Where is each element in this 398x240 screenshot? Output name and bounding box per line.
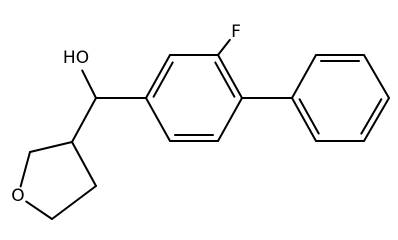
- bond-aryl-double-0: [152, 61, 174, 98]
- bond-thf-c2-o: [19, 151, 31, 188]
- bond-phenyl-ring-3: [363, 97, 390, 142]
- bond-carbinol-thf: [71, 97, 97, 143]
- bond-aryl-ring-3: [217, 97, 243, 142]
- bond-thf-o-c5: [25, 200, 53, 220]
- bond-thf-c4-c3: [71, 141, 97, 187]
- ring-oxygen-label: O: [11, 186, 24, 206]
- bond-phenyl-ring-2: [363, 54, 390, 99]
- bond-phenyl-ring-0: [291, 54, 317, 99]
- bond-aryl-double-1: [214, 61, 236, 98]
- fluorine-label: F: [231, 22, 241, 42]
- bond-layer: [19, 38, 390, 220]
- bond-phenyl-double-2: [298, 98, 320, 135]
- bond-thf-c5-c4: [51, 185, 97, 220]
- bond-phenyl-double-1: [360, 98, 383, 135]
- bond-thf-c3-c2: [29, 141, 73, 153]
- hydroxyl-label: HO: [63, 48, 89, 68]
- bond-aryl-ring-5: [145, 97, 171, 142]
- bond-aryl-ring-2: [217, 54, 243, 99]
- molecule-diagram: HO F O: [11, 22, 390, 220]
- label-layer: HO F O: [11, 22, 241, 206]
- bond-carbinol-hydroxyl: [81, 69, 97, 99]
- bond-aryl-ring-0: [145, 54, 171, 99]
- bond-phenyl-ring-5: [291, 97, 317, 142]
- bond-aryl-fluorine: [217, 38, 231, 56]
